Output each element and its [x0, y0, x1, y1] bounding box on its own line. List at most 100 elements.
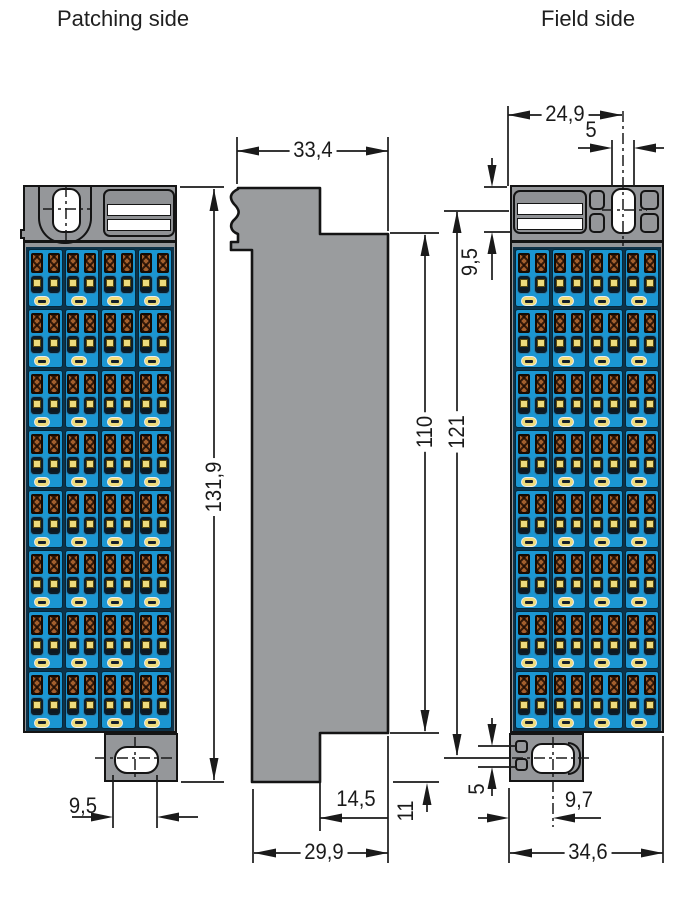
clamp-icon — [156, 455, 171, 475]
latch-arc — [568, 742, 581, 775]
clamp-slot — [519, 529, 528, 532]
contact-pad-icon — [573, 399, 582, 408]
clamp-slot — [49, 348, 58, 352]
wire-contact-icon — [157, 253, 170, 273]
terminal-module — [137, 369, 172, 428]
clamp-slot — [69, 348, 78, 352]
clamp-icon — [139, 696, 154, 716]
wire-entry-pair — [103, 373, 133, 394]
clamp-slot — [49, 709, 58, 713]
clamp-icon — [139, 335, 154, 355]
wire-contact-icon — [554, 253, 567, 273]
clamp-slot — [122, 709, 131, 713]
lever-slot — [561, 359, 570, 363]
wire-contact-icon — [571, 554, 584, 575]
release-lever-icon — [557, 296, 574, 306]
wire-entry-pair — [67, 494, 97, 514]
wire-contact-icon — [517, 433, 530, 454]
wire-contact-icon — [47, 614, 60, 635]
terminal-module — [28, 249, 63, 308]
terminal-module — [515, 369, 550, 428]
clamp-slot — [646, 468, 655, 472]
clamp-slot — [556, 408, 565, 412]
contact-pad-icon — [573, 580, 582, 589]
release-lever-icon — [107, 597, 123, 608]
release-lever-icon — [557, 717, 574, 728]
lever-slot — [525, 540, 533, 544]
terminal-module — [551, 249, 586, 308]
clamp-pair — [102, 576, 134, 596]
release-lever-icon — [107, 537, 123, 547]
clamp-icon — [29, 576, 44, 596]
clamp-pair — [553, 516, 585, 535]
dim-body-height: 110 — [412, 412, 437, 452]
terminal-module — [588, 610, 623, 669]
contact-pad-icon — [556, 640, 565, 649]
clamp-slot — [86, 529, 95, 532]
contact-pad-icon — [32, 279, 41, 287]
release-lever-icon — [594, 717, 610, 728]
wire-entry-pair — [140, 674, 170, 695]
clamp-icon — [606, 516, 621, 535]
release-lever-icon — [70, 537, 87, 547]
lever-slot — [598, 661, 606, 664]
wire-entry-pair — [554, 313, 584, 334]
contact-pad-icon — [573, 459, 582, 468]
release-lever-icon — [557, 416, 574, 427]
clamp-slot — [32, 348, 41, 352]
clamp-pair — [553, 576, 585, 596]
wire-contact-icon — [67, 373, 80, 394]
clamp-pair — [516, 335, 548, 355]
clamp-slot — [159, 589, 168, 593]
clamp-slot — [556, 348, 565, 352]
terminal-module — [551, 429, 586, 488]
clamp-icon — [156, 516, 171, 535]
clamp-slot — [573, 288, 582, 291]
clamp-slot — [122, 589, 131, 593]
contact-pad-icon — [32, 580, 41, 589]
clamp-slot — [49, 468, 58, 472]
wire-contact-icon — [590, 253, 603, 273]
terminal-module — [551, 550, 586, 609]
contact-pad-icon — [646, 279, 655, 287]
wire-contact-icon — [47, 433, 60, 454]
clamp-icon — [102, 455, 117, 475]
contact-pad-icon — [629, 520, 638, 528]
release-lever-icon — [557, 537, 574, 547]
terminal-module — [551, 309, 586, 368]
clamp-slot — [536, 589, 545, 593]
contact-pad-icon — [142, 580, 151, 589]
clamp-icon — [66, 696, 81, 716]
clamp-slot — [32, 288, 41, 291]
wire-contact-icon — [120, 433, 133, 454]
clamp-icon — [533, 275, 548, 294]
contact-pad-icon — [646, 339, 655, 348]
lever-slot — [147, 540, 156, 544]
release-lever-icon — [70, 296, 87, 306]
clamp-slot — [69, 529, 78, 532]
lever-slot — [525, 600, 533, 604]
wire-entry-pair — [627, 614, 657, 635]
field-side-title: Field side — [541, 6, 636, 31]
contact-pad-icon — [536, 700, 545, 709]
clamp-icon — [533, 455, 548, 475]
contact-pad-icon — [609, 459, 618, 468]
wire-contact-icon — [590, 494, 603, 514]
clamp-icon — [66, 455, 81, 475]
lever-slot — [74, 661, 83, 664]
field-side-block — [510, 185, 664, 733]
clamp-icon — [589, 696, 604, 716]
lever-slot — [525, 661, 533, 664]
clamp-icon — [589, 395, 604, 415]
clamp-icon — [156, 696, 171, 716]
release-lever-icon — [70, 476, 87, 487]
terminal-module — [551, 369, 586, 428]
lever-slot — [147, 359, 156, 363]
wire-contact-icon — [607, 494, 620, 514]
clamp-icon — [643, 335, 658, 355]
wire-contact-icon — [67, 554, 80, 575]
contact-pad-icon — [122, 459, 131, 468]
contact-pad-icon — [69, 459, 78, 468]
contact-pad-icon — [105, 279, 114, 287]
release-lever-icon — [557, 476, 574, 487]
